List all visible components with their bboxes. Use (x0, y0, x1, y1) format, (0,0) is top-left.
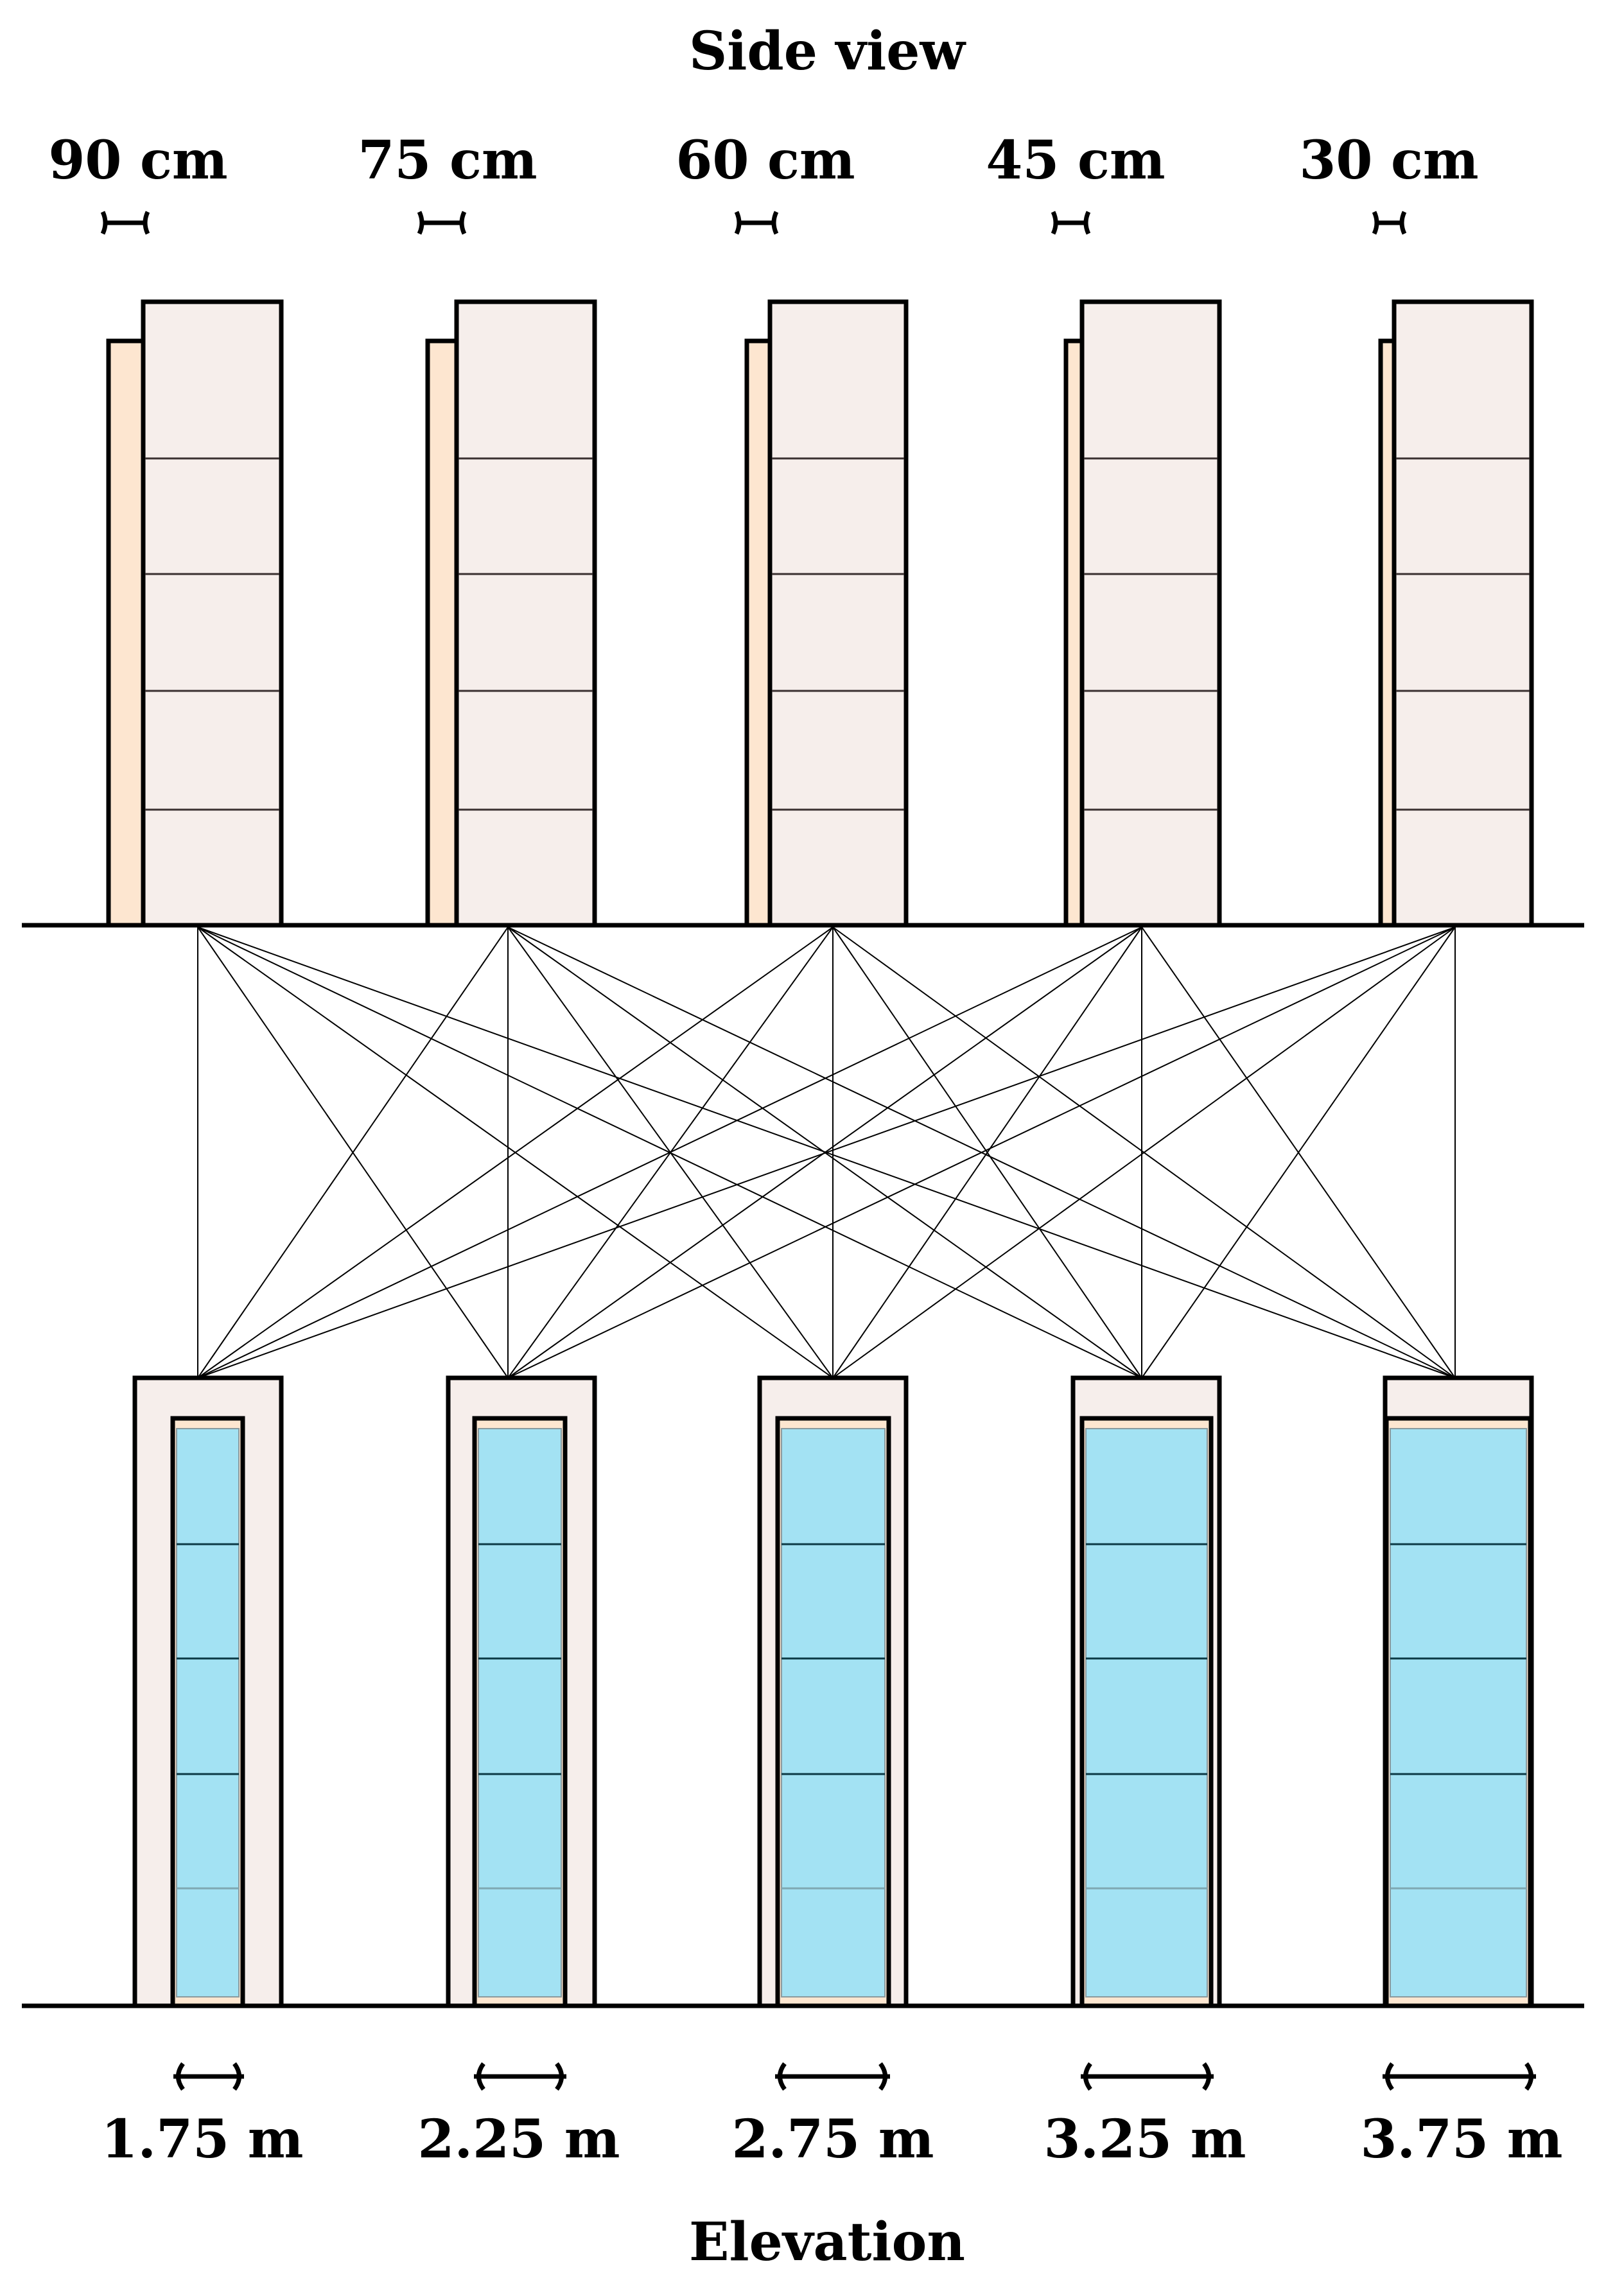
narrow-dimension-icon (1372, 211, 1407, 235)
depth-label-4: 45 cm (986, 130, 1165, 191)
double-arrow-icon (173, 2062, 244, 2091)
narrow-dimension-icon (1051, 211, 1091, 235)
double-arrow-icon (1383, 2062, 1536, 2091)
depth-markers (100, 211, 1407, 235)
side-building-2 (425, 299, 597, 928)
narrow-dimension-icon (100, 211, 150, 235)
side-building-4 (1063, 299, 1222, 928)
width-labels: 1.75 m 2.25 m 2.75 m 3.25 m 3.75 m (101, 2109, 1562, 2170)
depth-label-5: 30 cm (1299, 130, 1478, 191)
width-label-1: 1.75 m (101, 2109, 303, 2170)
depth-labels: 90 cm 75 cm 60 cm 45 cm 30 cm (48, 130, 1478, 191)
elevation-building-3 (757, 1375, 909, 2008)
elevation-building-5 (1383, 1375, 1534, 2008)
width-label-2: 2.25 m (417, 2109, 620, 2170)
side-view-buildings (106, 299, 1534, 928)
double-arrow-icon (1081, 2062, 1214, 2091)
elevation-building-2 (446, 1375, 597, 2008)
side-building-5 (1378, 299, 1534, 928)
double-arrow-icon (474, 2062, 566, 2091)
width-label-5: 3.75 m (1360, 2109, 1562, 2170)
elevation-title: Elevation (689, 2211, 965, 2273)
side-building-3 (744, 299, 909, 928)
width-markers (173, 2062, 1536, 2091)
depth-label-1: 90 cm (48, 130, 227, 191)
elevation-buildings (132, 1375, 1534, 2008)
narrow-dimension-icon (417, 211, 467, 235)
double-arrow-icon (775, 2062, 890, 2091)
side-view-title: Side view (689, 21, 966, 82)
elevation-building-4 (1070, 1375, 1222, 2008)
depth-label-3: 60 cm (676, 130, 855, 191)
side-building-1 (106, 299, 284, 928)
depth-label-2: 75 cm (358, 130, 537, 191)
combination-lines (197, 927, 1456, 1379)
width-label-4: 3.25 m (1043, 2109, 1246, 2170)
width-label-3: 2.75 m (731, 2109, 934, 2170)
elevation-building-1 (132, 1375, 284, 2008)
narrow-dimension-icon (734, 211, 779, 235)
